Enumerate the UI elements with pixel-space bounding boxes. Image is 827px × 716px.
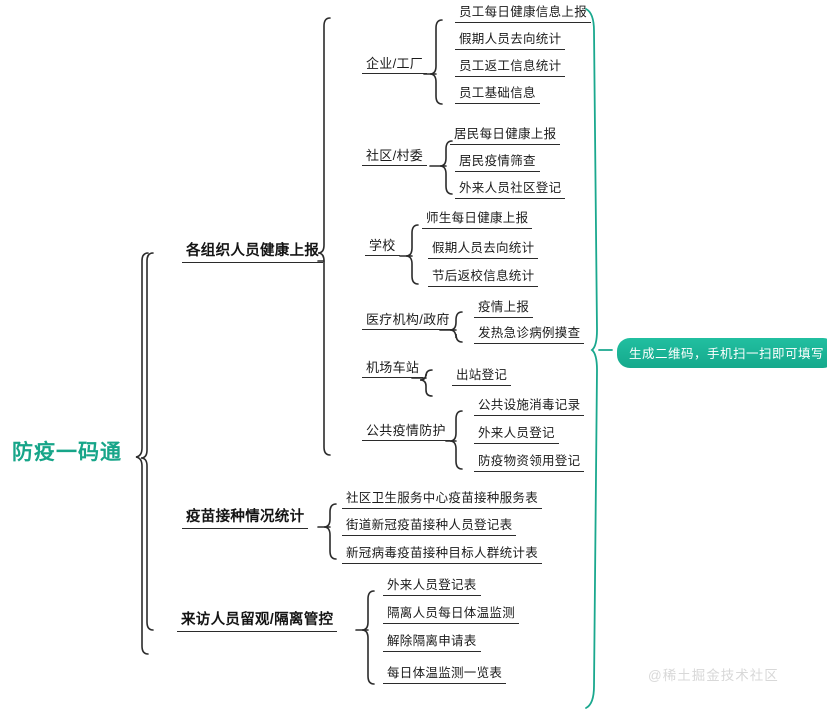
branch-node-vaccination[interactable]: 疫苗接种情况统计 (182, 509, 309, 529)
branch-label: 各组织人员健康上报 (186, 243, 320, 259)
subbranch-label: 社区/村委 (366, 148, 424, 163)
subbranch-node-airport-station[interactable]: 机场车站 (362, 360, 424, 378)
leaf-node[interactable]: 节后返校信息统计 (428, 269, 539, 287)
leaf-label: 每日体温监测一览表 (387, 666, 503, 680)
leaf-label: 社区卫生服务中心疫苗接种服务表 (346, 491, 539, 505)
qrcode-callout-badge[interactable]: 生成二维码，手机扫一扫即可填写 (617, 338, 827, 368)
subbranch-node-public-protection[interactable]: 公共疫情防护 (362, 424, 450, 441)
leaf-label: 假期人员去向统计 (459, 32, 562, 46)
subbranch-label: 企业/工厂 (366, 56, 424, 71)
leaf-node[interactable]: 师生每日健康上报 (422, 211, 533, 229)
leaf-label: 假期人员去向统计 (432, 241, 535, 255)
leaf-node[interactable]: 出站登记 (452, 368, 512, 386)
root-node-label: 防疫一码通 (12, 441, 122, 464)
leaf-node[interactable]: 假期人员去向统计 (428, 241, 539, 259)
subbranch-label: 机场车站 (366, 360, 420, 375)
leaf-node[interactable]: 假期人员去向统计 (455, 32, 566, 50)
leaf-node[interactable]: 隔离人员每日体温监测 (383, 606, 520, 624)
leaf-label: 员工返工信息统计 (459, 59, 562, 73)
leaf-label: 隔离人员每日体温监测 (387, 606, 516, 620)
leaf-label: 出站登记 (456, 368, 508, 382)
leaf-node[interactable]: 员工基础信息 (455, 87, 540, 104)
leaf-node[interactable]: 防疫物资领用登记 (474, 454, 585, 472)
branch-node-visitor-quarantine[interactable]: 来访人员留观/隔离管控 (177, 612, 338, 632)
leaf-node[interactable]: 社区卫生服务中心疫苗接种服务表 (342, 491, 543, 509)
leaf-node[interactable]: 员工返工信息统计 (455, 59, 566, 77)
leaf-node[interactable]: 街道新冠疫苗接种人员登记表 (342, 518, 517, 536)
leaf-node[interactable]: 解除隔离申请表 (383, 635, 481, 652)
leaf-label: 外来人员社区登记 (459, 181, 562, 195)
subbranch-node-community[interactable]: 社区/村委 (362, 148, 428, 166)
subbranch-node-school[interactable]: 学校 (365, 239, 400, 256)
leaf-label: 解除隔离申请表 (387, 634, 477, 648)
branch-node-health-report[interactable]: 各组织人员健康上报 (182, 243, 324, 263)
watermark-label: @稀土掘金技术社区 (648, 668, 779, 683)
leaf-label: 居民疫情筛查 (459, 154, 536, 168)
watermark: @稀土掘金技术社区 (648, 664, 779, 684)
branch-label: 来访人员留观/隔离管控 (181, 612, 334, 628)
leaf-label: 员工基础信息 (459, 86, 536, 100)
leaf-label: 居民每日健康上报 (454, 127, 557, 141)
leaf-label: 疫情上报 (478, 300, 530, 314)
leaf-node[interactable]: 居民疫情筛查 (455, 155, 540, 172)
leaf-node[interactable]: 外来人员登记表 (383, 579, 481, 596)
leaf-node[interactable]: 居民每日健康上报 (450, 127, 561, 145)
branch-label: 疫苗接种情况统计 (186, 509, 305, 525)
leaf-label: 新冠病毒疫苗接种目标人群统计表 (346, 546, 539, 560)
root-node[interactable]: 防疫一码通 (8, 442, 126, 466)
leaf-node[interactable]: 每日体温监测一览表 (383, 666, 507, 684)
leaf-label: 防疫物资领用登记 (478, 454, 581, 468)
leaf-node[interactable]: 新冠病毒疫苗接种目标人群统计表 (342, 546, 543, 564)
subbranch-label: 公共疫情防护 (366, 423, 446, 438)
leaf-node[interactable]: 外来人员登记 (474, 427, 559, 444)
leaf-label: 员工每日健康信息上报 (459, 5, 588, 19)
leaf-label: 节后返校信息统计 (432, 269, 535, 283)
leaf-label: 发热急诊病例摸查 (478, 326, 581, 340)
leaf-label: 街道新冠疫苗接种人员登记表 (346, 518, 513, 532)
subbranch-label: 学校 (369, 238, 396, 253)
leaf-node[interactable]: 疫情上报 (474, 300, 534, 318)
leaf-label: 外来人员登记表 (387, 578, 477, 592)
subbranch-node-medical-gov[interactable]: 医疗机构/政府 (362, 313, 454, 330)
leaf-node[interactable]: 公共设施消毒记录 (474, 398, 585, 416)
leaf-node[interactable]: 员工每日健康信息上报 (455, 5, 592, 23)
leaf-label: 师生每日健康上报 (426, 211, 529, 225)
leaf-label: 外来人员登记 (478, 426, 555, 440)
leaf-node[interactable]: 外来人员社区登记 (455, 181, 566, 199)
subbranch-node-enterprise[interactable]: 企业/工厂 (362, 56, 428, 74)
qrcode-callout-label: 生成二维码，手机扫一扫即可填写 (629, 347, 825, 361)
leaf-label: 公共设施消毒记录 (478, 398, 581, 412)
leaf-node[interactable]: 发热急诊病例摸查 (474, 326, 585, 344)
subbranch-label: 医疗机构/政府 (366, 312, 450, 327)
